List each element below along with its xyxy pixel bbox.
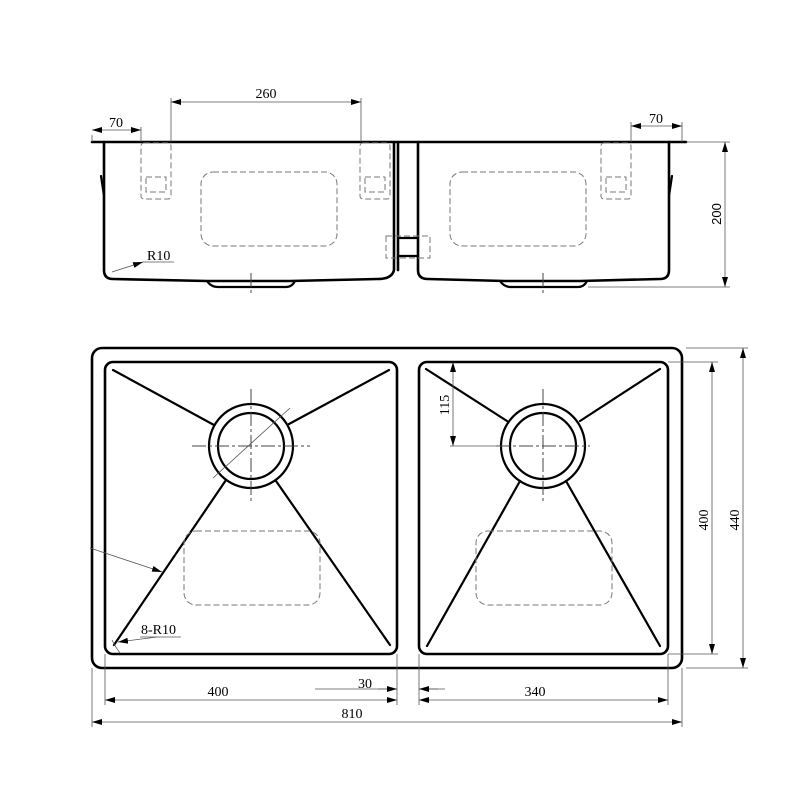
side-bracket-right-inner-hidden	[605, 176, 627, 193]
side-bracket-left-inner-hidden	[145, 176, 167, 193]
top-right-slope-tl	[424, 367, 509, 423]
section-leader	[89, 547, 163, 573]
side-left-bowl-profile	[102, 140, 396, 283]
side-bracket-mid-inner-hidden	[364, 176, 386, 193]
side-right-drain	[498, 279, 589, 289]
dim-side-200: 200	[709, 203, 724, 225]
side-bracket-right-hidden	[600, 142, 632, 200]
top-right-slope-br	[564, 479, 662, 648]
top-outer-flange	[90, 346, 684, 670]
top-view: 115 400 440 400 30 340 810	[89, 346, 748, 727]
top-right-label-hidden	[475, 530, 613, 606]
dim-side-260: 260	[256, 87, 277, 102]
top-right-slope-tr	[578, 367, 662, 423]
side-divider-clip-hidden	[385, 235, 431, 259]
dim-top-340: 340	[525, 685, 546, 700]
dim-top-30: 30	[358, 677, 372, 692]
dim-top-400-vertical: 400	[697, 510, 712, 531]
side-left-drain	[205, 279, 297, 289]
dim-side-right-70: 70	[649, 112, 663, 127]
top-left-bowl	[103, 360, 399, 656]
dim-top-440-vertical: 440	[728, 510, 743, 531]
annotation-top-8-r10: 8-R10	[141, 623, 176, 638]
top-left-drain-diameter-leader	[212, 407, 291, 479]
top-left-label-hidden	[183, 530, 321, 606]
side-right-lip	[667, 174, 674, 198]
dim-top-115: 115	[438, 395, 453, 415]
dim-side-left-70: 70	[109, 116, 123, 131]
dim-top-400-horizontal: 400	[208, 685, 229, 700]
dim-top-810: 810	[342, 707, 363, 722]
side-right-label-hidden	[449, 171, 587, 247]
top-right-slope-bl	[425, 479, 522, 648]
top-left-slope-br	[274, 479, 392, 647]
top-left-slope-bl	[112, 478, 228, 647]
top-left-slope-tr	[287, 368, 391, 426]
top-left-slope-tl	[111, 368, 216, 427]
side-bracket-mid-hidden	[359, 142, 391, 200]
side-bracket-left-hidden	[140, 142, 172, 200]
side-left-lip	[99, 174, 106, 198]
annotation-side-r10: R10	[147, 249, 170, 264]
top-right-bowl	[417, 360, 670, 656]
side-left-label-hidden	[200, 171, 338, 247]
side-view: 70 260 70 200 R10	[90, 87, 730, 294]
